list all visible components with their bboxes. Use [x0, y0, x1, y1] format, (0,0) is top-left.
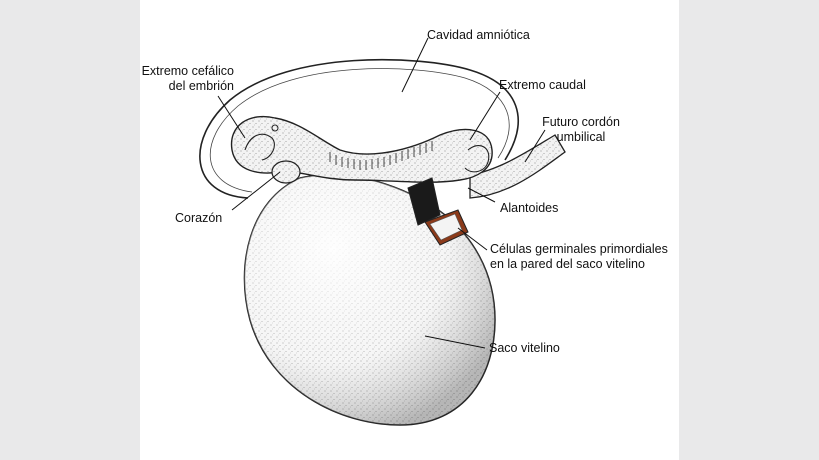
head-fold	[244, 133, 275, 161]
somites	[329, 141, 433, 170]
label-alantoides: Alantoides	[500, 201, 559, 215]
germ-cells-flap-inner	[429, 213, 463, 241]
allantois-window	[407, 177, 441, 226]
label-saco-vitelino: Saco vitelino	[489, 341, 560, 355]
label-extremo-caudal: Extremo caudal	[499, 78, 586, 92]
heart-bulge	[271, 160, 301, 184]
embryo-body	[230, 115, 493, 183]
amniotic-membrane-inner	[209, 68, 510, 193]
label-futuro-cordon: Futuro cordón umbilical	[542, 115, 620, 144]
label-cavidad-amniotica: Cavidad amniótica	[427, 28, 530, 42]
leader-lines	[217, 37, 546, 349]
umbilical-stalk	[469, 134, 566, 199]
label-celulas-germinales: Células germinales primordiales en la pa…	[490, 242, 668, 271]
amniotic-membrane	[199, 58, 519, 199]
head-detail	[271, 124, 279, 132]
label-extremo-cefalico: Extremo cefálico del embrión	[141, 64, 234, 93]
caudal-fold	[464, 145, 490, 173]
yolk-sac-shading	[244, 174, 495, 425]
label-corazon: Corazón	[175, 211, 223, 225]
